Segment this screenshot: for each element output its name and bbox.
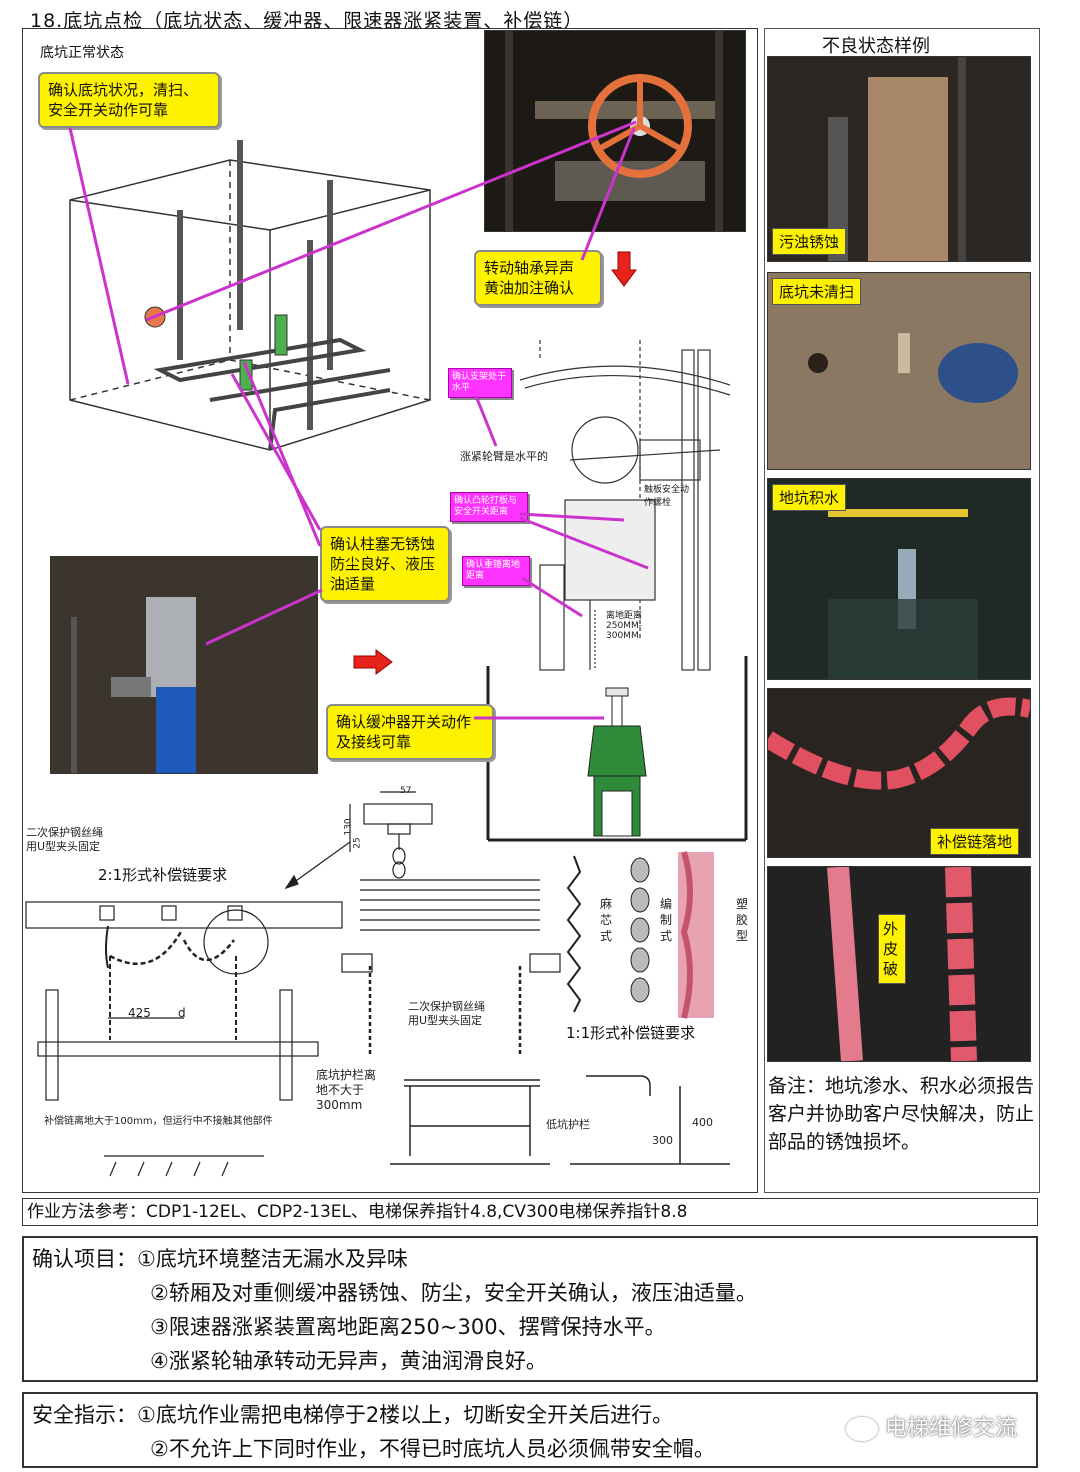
bad-examples-title: 不良状态样例 — [822, 36, 930, 57]
confirm-item-4: ④涨紧轮轴承转动无异声，黄油润滑良好。 — [150, 1349, 547, 1373]
chain-11-title: 1:1形式补偿链要求 — [566, 1024, 696, 1042]
callout-pit-check: 确认底坑状况，清扫、安全开关动作可靠 — [38, 72, 220, 128]
right-panel-note: 备注：地坑渗水、积水必须报告客户并协助客户尽快解决，防止部品的锈蚀损坏。 — [768, 1075, 1035, 1153]
guard-side-note: 底坑护栏离地不大于300mm — [316, 1068, 377, 1112]
bad-photo-chain-ground — [767, 688, 1031, 858]
label-chain-ground: 补偿链落地 — [930, 828, 1020, 855]
bad-photo-rust — [767, 56, 1031, 262]
callout-buffer-switch: 确认缓冲器开关动作及接线可靠 — [326, 704, 494, 760]
callout-weight-ground-distance: 确认重锤离地距离 — [462, 556, 530, 586]
callout-plunger: 确认柱塞无锈蚀防尘良好、液压油适量 — [320, 526, 450, 602]
left-panel-frame — [22, 28, 758, 1193]
callout-bracket-level: 确认支架处于水平 — [448, 368, 512, 398]
page-title: 18.底坑点检（底坑状态、缓冲器、限速器涨紧装置、补偿链） — [30, 10, 584, 32]
watermark-text: 电梯维修交流 — [885, 1416, 1018, 1441]
confirm-item-3: ③限速器涨紧装置离地距离250~300、摆臂保持水平。 — [150, 1315, 666, 1339]
chain-types-illustration — [566, 851, 714, 1019]
label-water: 地坑积水 — [772, 484, 847, 511]
safety-instructions-box: 安全指示：①底坑作业需把电梯停于2楼以上，切断安全开关后进行。 ②不允许上下同时… — [22, 1392, 1038, 1468]
chain-type-plastic: 塑胶型 — [736, 897, 749, 943]
callout-bearing: 转动轴承异声 黄油加注确认 — [474, 250, 602, 306]
chain-11-diagram — [341, 879, 561, 1056]
chain-21-rope-label: 二次保护钢丝绳 用U型夹头固定 — [26, 826, 103, 853]
chain-21-title: 2:1形式补偿链要求 — [98, 866, 228, 884]
confirm-items-box: 确认项目：①底坑环境整洁无漏水及异味 ②轿厢及对重侧缓冲器锈蚀、防尘，安全开关确… — [22, 1236, 1038, 1382]
chain-type-braided: 编制式 — [660, 897, 673, 943]
ground-distance-label: 离地距离 250MM- 300MM — [606, 611, 643, 641]
label-dirty-pit: 底坑未清扫 — [772, 278, 862, 305]
chain-21-bottom-note: 补偿链离地大于100mm，但运行中不接触其他部件 — [44, 1116, 273, 1127]
label-rust: 污浊锈蚀 — [772, 228, 847, 255]
confirm-item-2: ②轿厢及对重侧缓冲器锈蚀、防尘，安全开关确认，液压油适量。 — [150, 1281, 757, 1305]
red-down-arrow-icon — [611, 251, 637, 287]
switch-bolt-label: 触板安全动作螺栓 — [644, 485, 690, 508]
guard-label: 低坑护栏 — [546, 1118, 590, 1131]
confirm-item-1: ①底坑环境整洁无漏水及异味 — [137, 1247, 408, 1271]
buffer-diagram — [486, 656, 748, 842]
normal-state-label: 底坑正常状态 — [40, 45, 124, 61]
arm-horizontal-label: 涨紧轮臂是水平的 — [460, 450, 548, 463]
bad-photo-water — [767, 478, 1031, 680]
pit-isometric-diagram — [69, 140, 431, 451]
dim-300: 300 — [652, 1134, 673, 1147]
dim-d: d — [178, 1006, 186, 1020]
safety-heading: 安全指示： — [32, 1403, 137, 1427]
red-right-arrow-icon — [353, 649, 393, 675]
wechat-icon — [846, 1417, 878, 1441]
chain-11-rope-label: 二次保护钢丝绳 用U型夹头固定 — [408, 1000, 485, 1027]
guard-rail-diagram — [390, 1075, 730, 1165]
dim-425: 425 — [128, 1006, 151, 1020]
bad-photo-dirty-pit — [767, 272, 1031, 470]
confirm-heading: 确认项目： — [32, 1247, 137, 1271]
right-panel-frame — [764, 28, 1040, 1193]
safety-item-2: ②不允许上下同时作业，不得已时底坑人员必须佩带安全帽。 — [150, 1437, 715, 1461]
chain-21-diagram — [25, 901, 343, 1177]
chain-type-hemp: 麻芯式 — [600, 897, 613, 943]
dim-57: 57 — [400, 786, 412, 796]
safety-item-1: ①底坑作业需把电梯停于2楼以上，切断安全开关后进行。 — [137, 1403, 674, 1427]
dim-400: 400 — [692, 1116, 713, 1129]
label-torn-sheath: 外皮破 — [878, 914, 906, 984]
clamp-detail-diagram — [284, 791, 433, 890]
bad-photo-torn-sheath — [767, 866, 1031, 1062]
plunger-photo — [50, 556, 318, 774]
method-reference: 作业方法参考：CDP1-12EL、CDP2-13EL、电梯保养指针4.8,CV3… — [22, 1198, 1038, 1226]
watermark: 电梯维修交流 — [846, 1410, 1017, 1442]
callout-cam-switch-distance: 确认凸轮打板与安全开关距离 — [450, 492, 528, 522]
